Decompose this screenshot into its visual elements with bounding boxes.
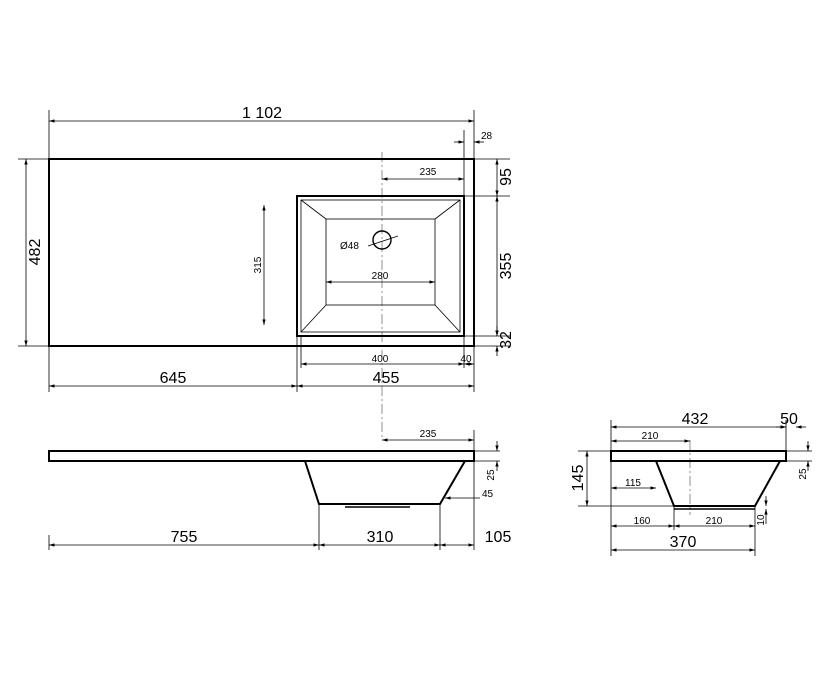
- dim-bowl-offset-top: 95: [498, 168, 515, 186]
- front-dim-right-width: 105: [485, 529, 512, 546]
- bowl-outer: [296, 195, 465, 337]
- faucet-hole: [372, 230, 392, 250]
- side-dim-height: 145: [570, 465, 587, 492]
- bowl-rim: [300, 199, 461, 333]
- side-view: 432 50 210 145 115 25 160 210 10 370: [570, 411, 812, 556]
- dim-bowl-length: 355: [498, 253, 515, 280]
- front-view: 235 25 45 755 310 105: [48, 429, 512, 550]
- side-bowl: [655, 460, 781, 507]
- dim-depth: 482: [27, 239, 44, 266]
- bowl-inner: [325, 218, 436, 306]
- dim-bowl-width: 400: [372, 354, 389, 365]
- side-dim-total-depth: 432: [682, 411, 709, 428]
- side-dim-drain-height: 115: [625, 478, 641, 489]
- side-dim-bowl-depth: 370: [670, 534, 697, 551]
- dim-bowl-inner-width: 280: [372, 271, 389, 282]
- dim-overall-width: 1 102: [242, 105, 282, 122]
- side-dim-bottom-thickness: 10: [756, 514, 767, 526]
- side-dim-front-offset: 160: [634, 516, 651, 527]
- front-dim-bowl-width: 310: [367, 529, 394, 546]
- side-dim-bottom-width: 210: [706, 516, 723, 527]
- dim-hole-offset: 235: [420, 167, 437, 178]
- front-dim-left-width: 755: [171, 529, 198, 546]
- dim-offset-right: 28: [481, 131, 493, 142]
- front-dim-shelf-thickness: 25: [486, 469, 497, 481]
- front-bowl: [304, 460, 466, 505]
- dim-bowl-inner-depth: 315: [253, 256, 264, 273]
- top-view: 1 102 28 235 482 95 355 32 315 Ø48 280 4…: [18, 105, 515, 440]
- side-dim-back-offset: 50: [780, 411, 798, 428]
- countertop-outline: [48, 158, 475, 347]
- dim-right-width: 455: [373, 370, 400, 387]
- dim-bowl-offset-bottom: 32: [498, 331, 515, 349]
- side-dim-shelf-thickness: 25: [798, 468, 809, 480]
- side-dim-hole-offset: 210: [642, 431, 659, 442]
- front-countertop: [48, 450, 475, 462]
- dim-hole-diameter: Ø48: [340, 241, 359, 252]
- dim-bowl-edge: 40: [460, 354, 472, 365]
- front-dim-hole-offset: 235: [420, 429, 437, 440]
- front-dim-bowl-edge: 45: [482, 489, 494, 500]
- side-countertop: [610, 450, 787, 462]
- dim-left-width: 645: [160, 370, 187, 387]
